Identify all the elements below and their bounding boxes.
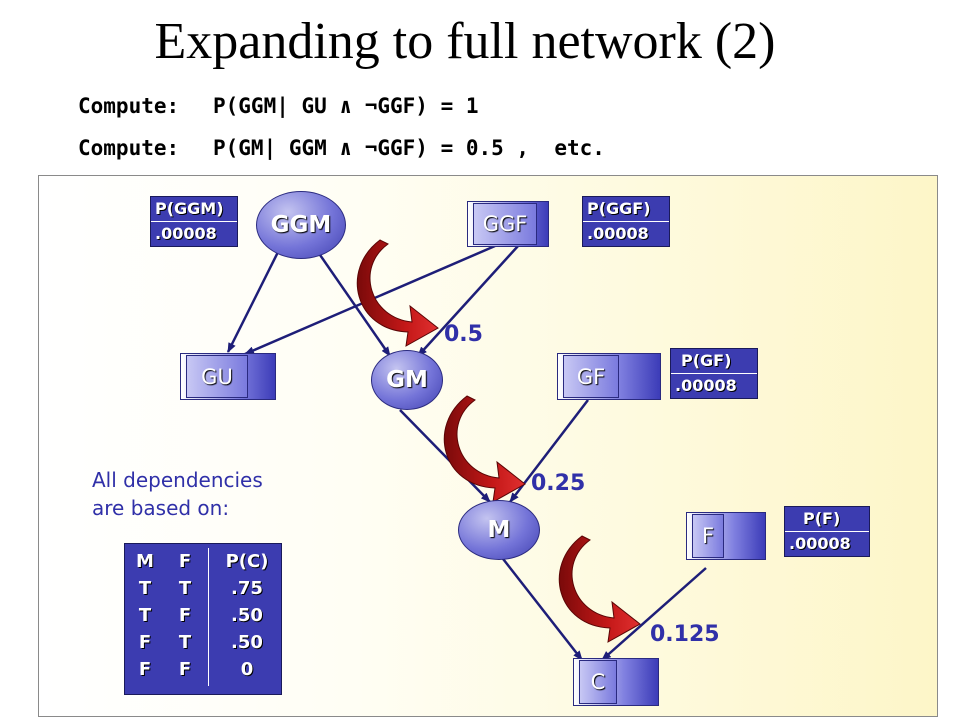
cpt-cell: .50 (231, 632, 263, 653)
node-gf[interactable]: GF (557, 353, 661, 400)
node-m[interactable]: M (458, 500, 540, 560)
prior-table-gf: P(GF) .00008 (670, 348, 758, 399)
cpt-col-f: F T F T F (173, 548, 197, 683)
cpt-cell: F (138, 632, 152, 653)
node-ggf-label: GGF (473, 203, 537, 245)
cpt-cell: T (138, 578, 152, 599)
dependencies-note-line: All dependencies (92, 468, 263, 492)
curved-arrow-icon (356, 239, 439, 347)
node-gu[interactable]: GU (180, 353, 276, 400)
edge-ggf-gm (417, 245, 519, 357)
prior-value: .00008 (155, 224, 217, 243)
edge-gm-m (399, 409, 491, 503)
cpt-cell: .50 (231, 605, 263, 626)
compute-label: Compute: (78, 94, 180, 118)
cpt-col-pc: P(C) .75 .50 .50 0 (217, 548, 277, 683)
compute-label: Compute: (78, 136, 180, 160)
node-c[interactable]: C (573, 658, 659, 706)
cpt-col-m: M T T F F (135, 548, 155, 683)
prior-table-ggf: P(GGF) .00008 (582, 196, 670, 247)
edge-weight-label: 0.125 (650, 622, 720, 647)
compute-expression: P(GM| GGM ∧ ¬GGF) = 0.5 , etc. (213, 136, 605, 160)
cpt-c-table: M T T F F F T F T F P(C) .75 .50 .50 0 (124, 543, 282, 695)
cpt-header: P(C) (225, 551, 269, 572)
prior-label: P(GGF) (583, 197, 669, 222)
cpt-cell: F (178, 659, 192, 680)
page-title: Expanding to full network (2) (154, 13, 776, 70)
cpt-cell: 0 (240, 659, 254, 680)
node-f-label: F (692, 514, 724, 558)
node-ggf[interactable]: GGF (467, 201, 549, 247)
node-f[interactable]: F (686, 512, 766, 560)
prior-label: P(GF) (671, 349, 757, 374)
compute-line-2: Compute: P(GM| GGM ∧ ¬GGF) = 0.5 , etc. (78, 136, 605, 160)
cpt-divider (208, 548, 209, 686)
compute-line-1: Compute: P(GGM| GU ∧ ¬GGF) = 1 (78, 94, 479, 118)
edge-weight-label: 0.25 (531, 471, 586, 496)
cpt-cell: F (138, 659, 152, 680)
edge-weight-label: 0.5 (444, 322, 483, 347)
edge-ggm-gu (226, 251, 280, 353)
dependencies-note-line: are based on: (92, 496, 230, 520)
node-gm[interactable]: GM (371, 350, 443, 410)
cpt-cell: .75 (231, 578, 263, 599)
prior-value: .00008 (789, 534, 851, 553)
edge-f-c (601, 567, 707, 661)
prior-value: .00008 (587, 224, 649, 243)
node-ggm[interactable]: GGM (256, 191, 346, 259)
prior-value: .00008 (675, 376, 737, 395)
dependencies-note: All dependencies are based on: (92, 466, 263, 522)
curved-arrow-icon (558, 535, 641, 643)
compute-expression: P(GGM| GU ∧ ¬GGF) = 1 (213, 94, 479, 118)
cpt-cell: F (178, 605, 192, 626)
cpt-header: F (178, 551, 192, 572)
prior-table-f: P(F) .00008 (784, 506, 870, 557)
node-gf-label: GF (563, 355, 619, 398)
prior-label: P(GGM) (151, 197, 237, 222)
cpt-cell: T (178, 632, 192, 653)
cpt-header: M (136, 551, 154, 572)
prior-table-ggm: P(GGM) .00008 (150, 196, 238, 247)
node-gu-label: GU (186, 355, 248, 398)
cpt-cell: T (138, 605, 152, 626)
curved-arrow-icon (443, 395, 526, 503)
node-c-label: C (579, 660, 617, 704)
prior-label: P(F) (785, 507, 869, 532)
cpt-cell: T (178, 578, 192, 599)
edge-m-c (499, 554, 583, 661)
edge-ggm-gm (316, 251, 392, 357)
